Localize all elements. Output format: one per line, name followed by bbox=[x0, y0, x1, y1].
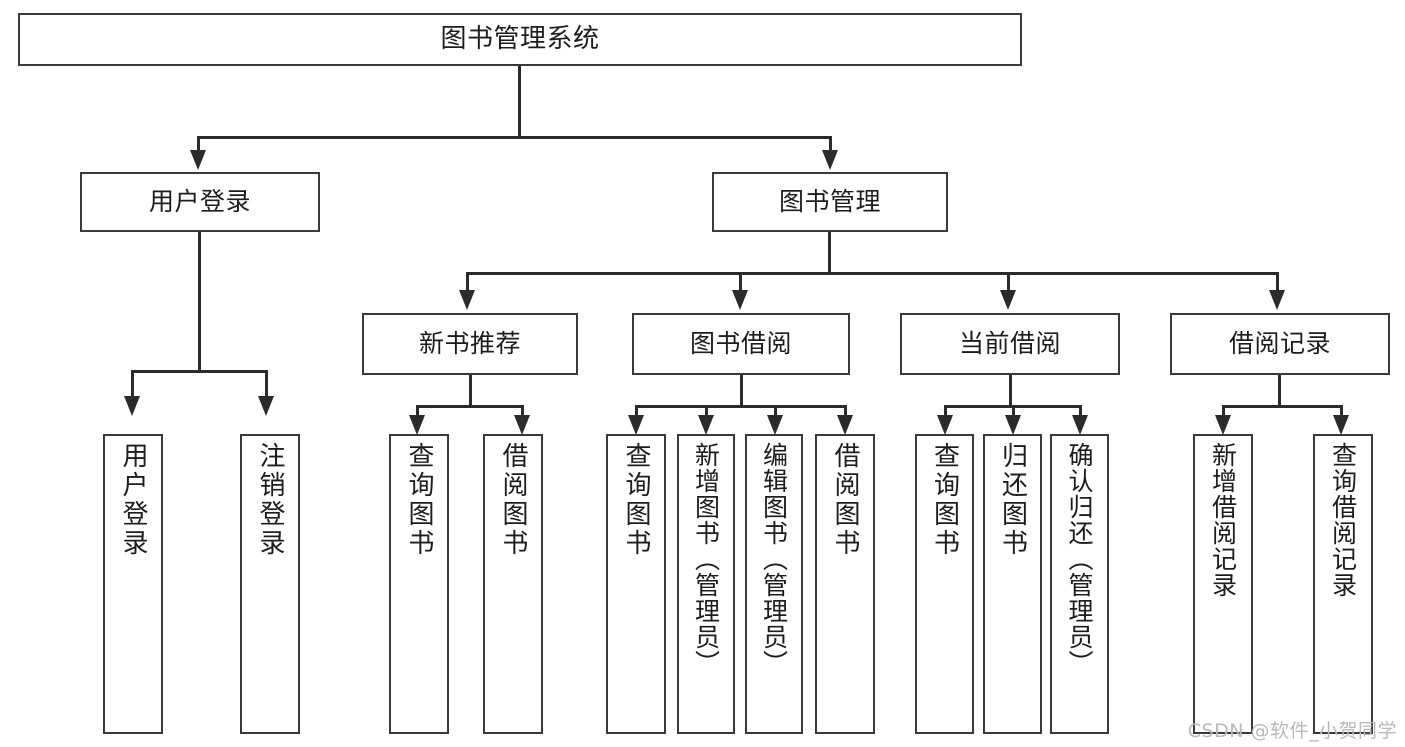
node-label: 新增借阅记录 bbox=[1208, 442, 1238, 598]
node-book-borrow[interactable]: 图书借阅 bbox=[632, 313, 850, 375]
connector-nbr-bus bbox=[416, 405, 524, 408]
node-leaf-query-book-3[interactable]: 查询图书 bbox=[915, 434, 974, 734]
connector-bm-drop-2 bbox=[739, 272, 742, 292]
arrow-to-leaf-query-book-1 bbox=[409, 415, 425, 435]
node-borrow-record[interactable]: 借阅记录 bbox=[1170, 313, 1390, 375]
connector-root-bus bbox=[197, 136, 831, 139]
node-leaf-borrow-book-1[interactable]: 借阅图书 bbox=[483, 434, 543, 734]
connector-user-login-drop-1 bbox=[131, 370, 134, 398]
node-new-book-recommend[interactable]: 新书推荐 bbox=[362, 313, 578, 375]
node-label: 借阅图书 bbox=[830, 442, 860, 558]
node-leaf-query-book-1[interactable]: 查询图书 bbox=[389, 434, 449, 734]
node-label: 用户登录 bbox=[118, 442, 148, 558]
connector-nbr-drop-2 bbox=[521, 405, 524, 419]
node-label: 当前借阅 bbox=[958, 328, 1061, 358]
connector-bb-stem bbox=[740, 375, 743, 407]
connector-bm-drop-3 bbox=[1007, 272, 1010, 292]
node-label: 查询图书 bbox=[621, 442, 651, 558]
connector-br-drop-2 bbox=[1340, 405, 1343, 419]
node-label: 查询图书 bbox=[929, 442, 960, 558]
node-leaf-edit-book[interactable]: 编辑图书（管理员） bbox=[745, 434, 803, 734]
connector-bm-drop-1 bbox=[466, 272, 469, 292]
node-leaf-query-record[interactable]: 查询借阅记录 bbox=[1313, 434, 1373, 734]
connector-br-drop-1 bbox=[1222, 405, 1225, 419]
arrow-to-book-borrow bbox=[732, 290, 748, 310]
node-label: 图书借阅 bbox=[689, 328, 792, 358]
node-label: 编辑图书（管理员） bbox=[759, 442, 789, 676]
node-leaf-add-book[interactable]: 新增图书（管理员） bbox=[677, 434, 735, 734]
connector-cb-drop-2 bbox=[1012, 405, 1015, 419]
node-label: 新书推荐 bbox=[418, 328, 521, 358]
connector-nbr-drop-1 bbox=[416, 405, 419, 419]
node-leaf-logout[interactable]: 注销登录 bbox=[240, 434, 300, 734]
node-label: 确认归还（管理员） bbox=[1065, 442, 1094, 676]
node-root-system[interactable]: 图书管理系统 bbox=[18, 13, 1022, 66]
node-label: 用户登录 bbox=[148, 186, 251, 216]
node-leaf-user-login[interactable]: 用户登录 bbox=[103, 434, 163, 734]
connector-root-drop-right bbox=[829, 136, 832, 154]
arrow-to-borrow-record bbox=[1269, 290, 1285, 310]
arrow-to-user-login bbox=[190, 150, 206, 170]
connector-bb-drop-4 bbox=[844, 405, 847, 419]
node-label: 注销登录 bbox=[255, 442, 285, 558]
node-label: 图书管理系统 bbox=[440, 23, 600, 54]
arrow-to-leaf-return-book bbox=[1005, 415, 1021, 435]
node-leaf-borrow-book-2[interactable]: 借阅图书 bbox=[815, 434, 875, 734]
arrow-to-leaf-borrow-book-2 bbox=[837, 415, 853, 435]
arrow-to-leaf-logout bbox=[258, 396, 274, 416]
node-label: 新增图书（管理员） bbox=[691, 442, 721, 676]
connector-book-manage-stem bbox=[828, 232, 831, 274]
node-leaf-confirm-return[interactable]: 确认归还（管理员） bbox=[1050, 434, 1109, 734]
connector-cb-stem bbox=[1009, 375, 1012, 407]
connector-bb-bus bbox=[635, 405, 847, 408]
arrow-to-leaf-user-login bbox=[124, 396, 140, 416]
connector-cb-drop-1 bbox=[944, 405, 947, 419]
node-leaf-return-book[interactable]: 归还图书 bbox=[983, 434, 1042, 734]
arrow-to-book-manage bbox=[822, 150, 838, 170]
arrow-to-leaf-add-record bbox=[1215, 415, 1231, 435]
connector-user-login-stem bbox=[198, 232, 201, 372]
node-book-manage[interactable]: 图书管理 bbox=[712, 172, 948, 232]
connector-bb-drop-2 bbox=[705, 405, 708, 419]
node-leaf-add-record[interactable]: 新增借阅记录 bbox=[1193, 434, 1253, 734]
arrow-to-leaf-confirm-return bbox=[1072, 415, 1088, 435]
connector-nbr-stem bbox=[469, 375, 472, 407]
connector-root-stem bbox=[518, 66, 521, 138]
node-label: 查询借阅记录 bbox=[1328, 442, 1358, 598]
arrow-to-leaf-edit-book bbox=[767, 415, 783, 435]
node-label: 图书管理 bbox=[778, 186, 881, 216]
node-leaf-query-book-2[interactable]: 查询图书 bbox=[606, 434, 666, 734]
node-current-borrow[interactable]: 当前借阅 bbox=[900, 313, 1120, 375]
node-user-login[interactable]: 用户登录 bbox=[80, 172, 320, 232]
connector-bb-drop-1 bbox=[635, 405, 638, 419]
arrow-to-leaf-query-book-3 bbox=[937, 415, 953, 435]
node-label: 归还图书 bbox=[997, 442, 1028, 558]
arrow-to-leaf-query-book-2 bbox=[628, 415, 644, 435]
connector-bb-drop-3 bbox=[774, 405, 777, 419]
connector-user-login-bus bbox=[131, 370, 267, 373]
arrow-to-new-book-recommend bbox=[459, 290, 475, 310]
connector-cb-drop-3 bbox=[1079, 405, 1082, 419]
arrow-to-leaf-borrow-book-1 bbox=[514, 415, 530, 435]
connector-br-stem bbox=[1278, 375, 1281, 407]
arrow-to-current-borrow bbox=[1000, 290, 1016, 310]
connector-bm-drop-4 bbox=[1276, 272, 1279, 292]
connector-root-drop-left bbox=[197, 136, 200, 154]
connector-book-manage-bus bbox=[466, 272, 1278, 275]
connector-user-login-drop-2 bbox=[265, 370, 268, 398]
arrow-to-leaf-query-record bbox=[1333, 415, 1349, 435]
connector-br-bus bbox=[1222, 405, 1343, 408]
node-label: 查询图书 bbox=[404, 442, 434, 558]
node-label: 借阅图书 bbox=[498, 442, 528, 558]
arrow-to-leaf-add-book bbox=[698, 415, 714, 435]
node-label: 借阅记录 bbox=[1228, 328, 1331, 358]
